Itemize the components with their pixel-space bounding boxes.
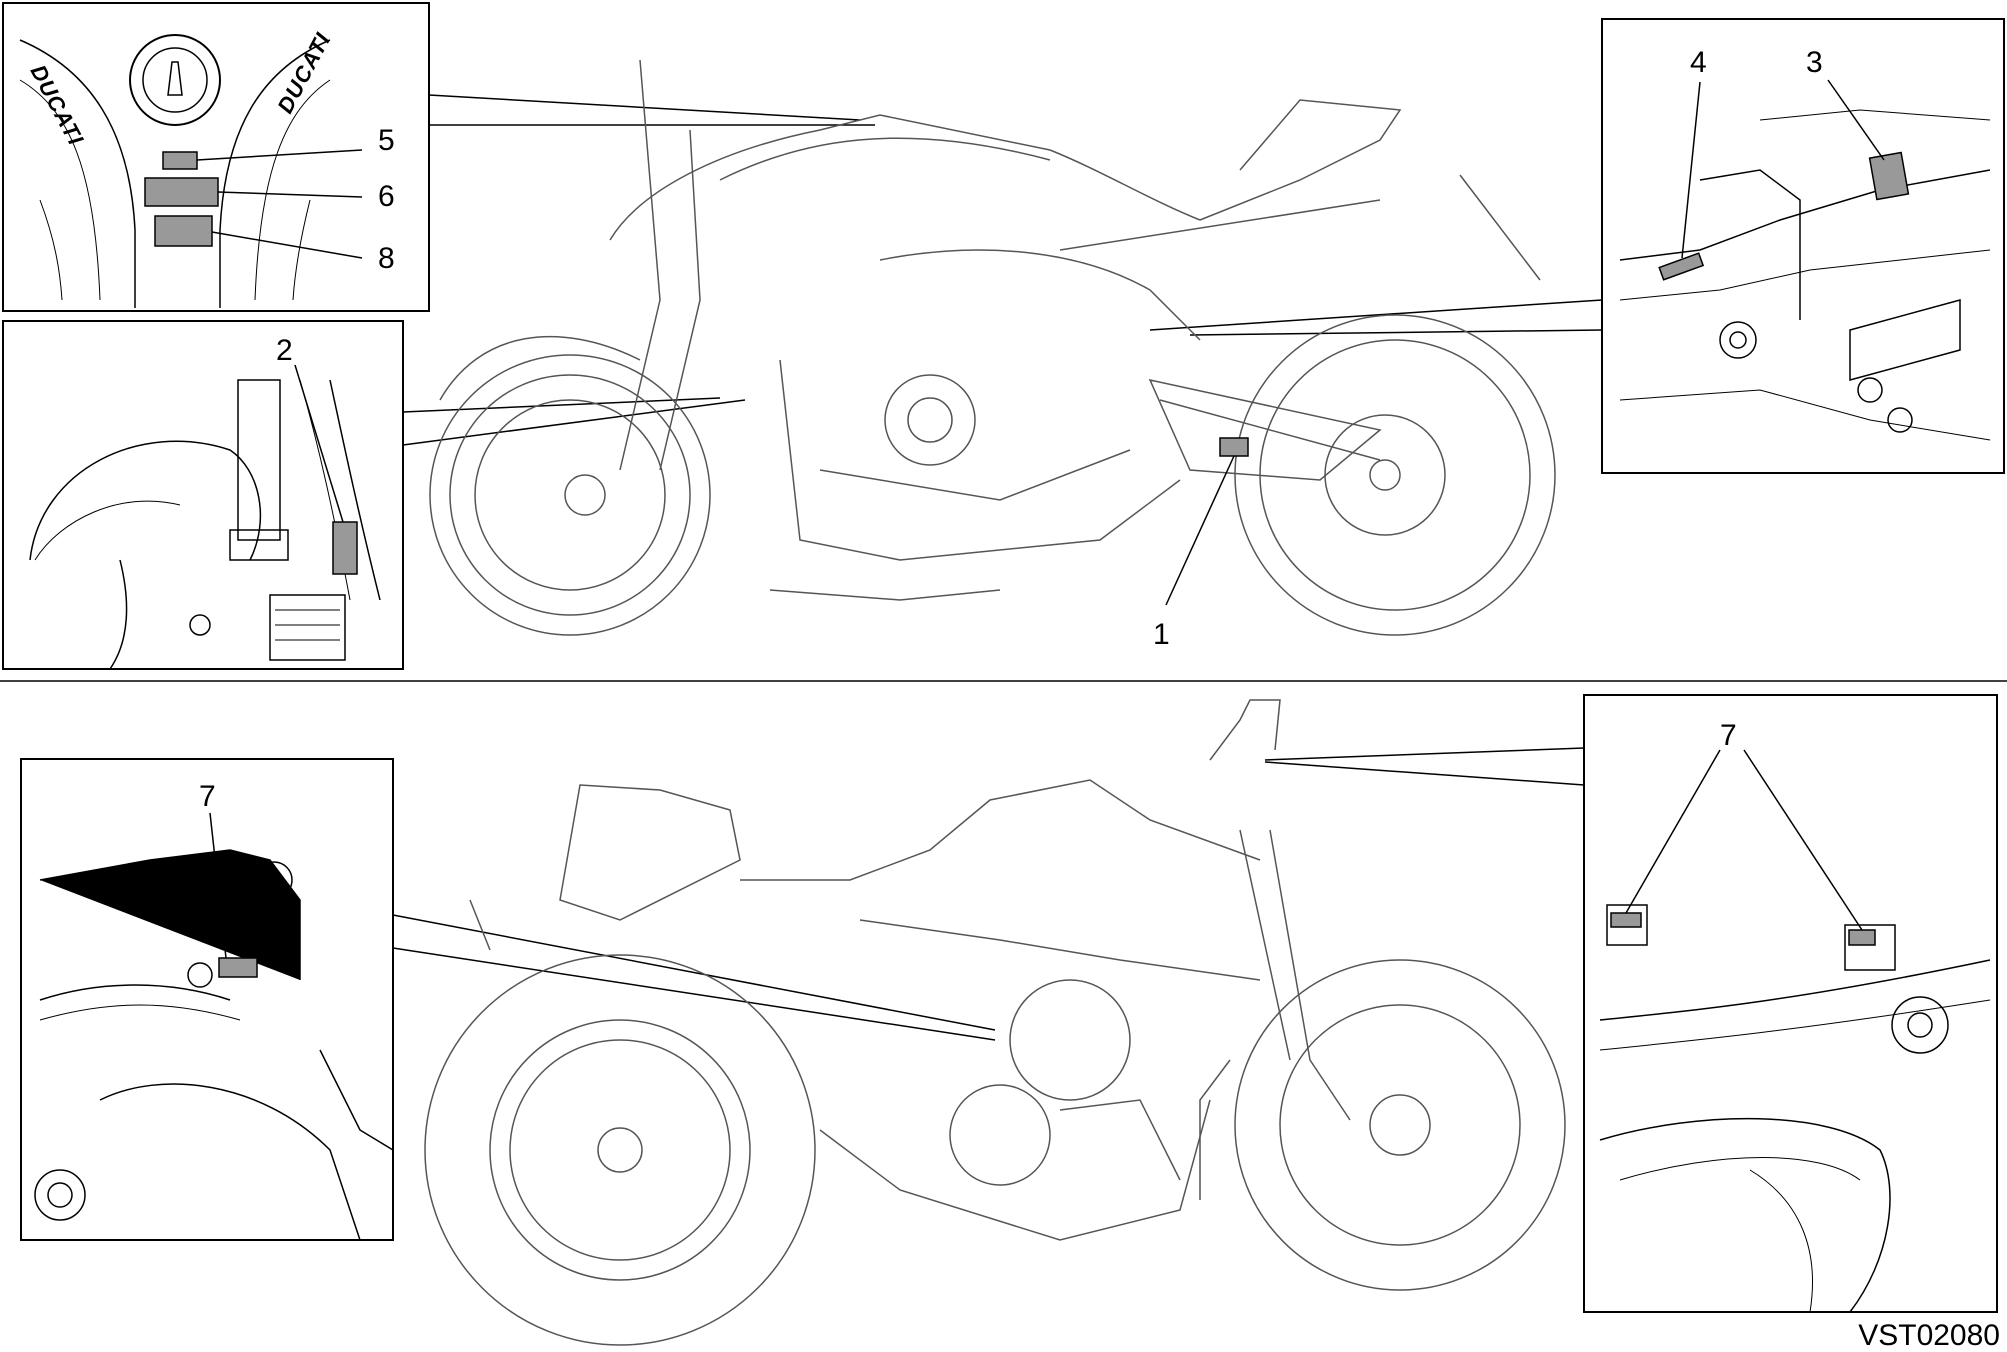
inset-handlebar: 7 xyxy=(1583,694,1998,1313)
callout-3: 3 xyxy=(1806,46,1823,79)
label-7-right-b xyxy=(1848,929,1876,946)
label-5 xyxy=(162,151,198,170)
inset-steering-head: 2 xyxy=(2,320,404,670)
inset-left-frame: 7 xyxy=(20,758,394,1241)
callout-7-left: 7 xyxy=(199,780,216,813)
label-3 xyxy=(1868,151,1910,201)
callout-5: 5 xyxy=(378,124,395,157)
label-4 xyxy=(1658,252,1705,281)
inset-fuel-tank: DUCATI DUCATI 5 6 8 xyxy=(2,2,430,312)
label-8 xyxy=(154,215,213,247)
callout-6: 6 xyxy=(378,180,395,213)
figure-code: VST02080 xyxy=(1858,1319,2000,1352)
label-6 xyxy=(144,177,219,207)
label-1 xyxy=(1219,437,1249,457)
motorcycle-right-side-view xyxy=(429,59,1556,636)
label-2 xyxy=(332,521,358,575)
label-7-left xyxy=(218,957,258,978)
label-7-right-a xyxy=(1610,912,1642,928)
callout-4: 4 xyxy=(1690,46,1707,79)
inset-rear-frame: 3 4 xyxy=(1601,18,2005,474)
callout-7-right: 7 xyxy=(1720,719,1737,752)
callout-2: 2 xyxy=(276,334,293,367)
motorcycle-left-side-view xyxy=(424,699,1566,1346)
callout-8: 8 xyxy=(378,242,395,275)
callout-1: 1 xyxy=(1153,618,1170,651)
